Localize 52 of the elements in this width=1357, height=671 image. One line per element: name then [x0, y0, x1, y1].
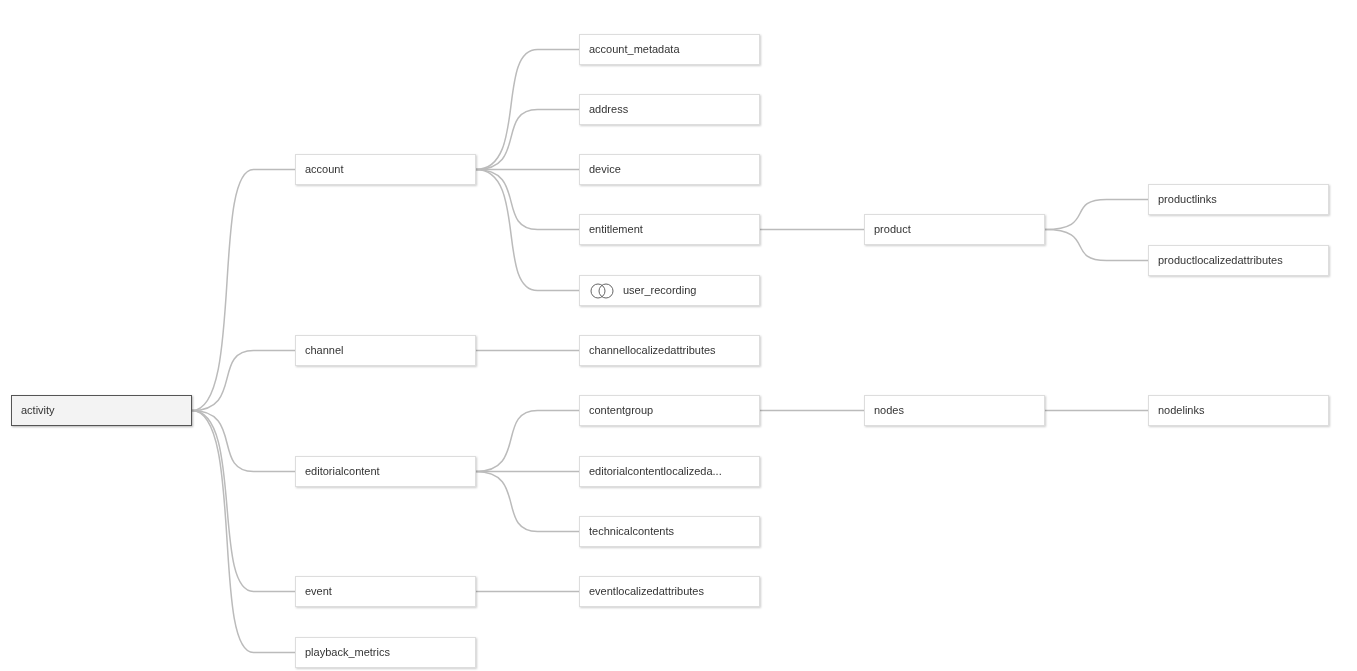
- table-name: eventlocalizedattributes: [589, 584, 704, 600]
- table-box: [579, 576, 760, 607]
- table-box: [579, 516, 760, 547]
- table-name: channel: [305, 343, 344, 359]
- connector-line: [475, 349, 580, 352]
- connector-line: [191, 409, 296, 654]
- table-name: contentgroup: [589, 403, 654, 419]
- connector-line: [1044, 228, 1149, 262]
- root-table-box: [11, 395, 192, 426]
- table-name: event: [305, 584, 332, 600]
- table-box: [1148, 245, 1329, 276]
- table-box: [579, 94, 760, 125]
- connector-line: [1044, 409, 1149, 412]
- table-name: account: [305, 162, 344, 178]
- table-name: editorialcontent: [305, 464, 380, 480]
- table-box: [295, 154, 476, 185]
- connector-line: [759, 409, 865, 412]
- table-box: [579, 275, 760, 306]
- table-box: [1148, 184, 1329, 215]
- table-name: address: [589, 102, 629, 118]
- table-box: [295, 576, 476, 607]
- table-name: editorialcontentlocalizeda...: [589, 464, 722, 480]
- table-name: activity: [21, 403, 55, 419]
- table-name: playback_metrics: [305, 645, 390, 661]
- table-box: [864, 395, 1045, 426]
- table-name: channellocalizedattributes: [589, 343, 716, 359]
- table-name: user_recording: [623, 283, 697, 299]
- connector-line: [759, 228, 865, 231]
- table-box: [579, 335, 760, 366]
- table-name: nodes: [874, 403, 904, 419]
- table-box: [579, 34, 760, 65]
- table-name: account_metadata: [589, 42, 680, 58]
- table-box: [579, 214, 760, 245]
- table-name: nodelinks: [1158, 403, 1205, 419]
- connector-line: [191, 168, 296, 412]
- table-box: [864, 214, 1045, 245]
- table-name: device: [589, 162, 621, 178]
- table-name: productlocalizedattributes: [1158, 253, 1283, 269]
- connector-line: [475, 590, 580, 593]
- table-name: technicalcontents: [589, 524, 674, 540]
- connector-line: [475, 168, 580, 292]
- table-name: productlinks: [1158, 192, 1217, 208]
- table-box: [579, 456, 760, 487]
- connector-line: [475, 470, 580, 533]
- table-box: [1148, 395, 1329, 426]
- table-name: entitlement: [589, 222, 643, 238]
- table-box: [295, 637, 476, 668]
- table-box: [295, 335, 476, 366]
- table-box: [579, 154, 760, 185]
- table-box: [295, 456, 476, 487]
- table-box: [579, 395, 760, 426]
- table-name: product: [874, 222, 911, 238]
